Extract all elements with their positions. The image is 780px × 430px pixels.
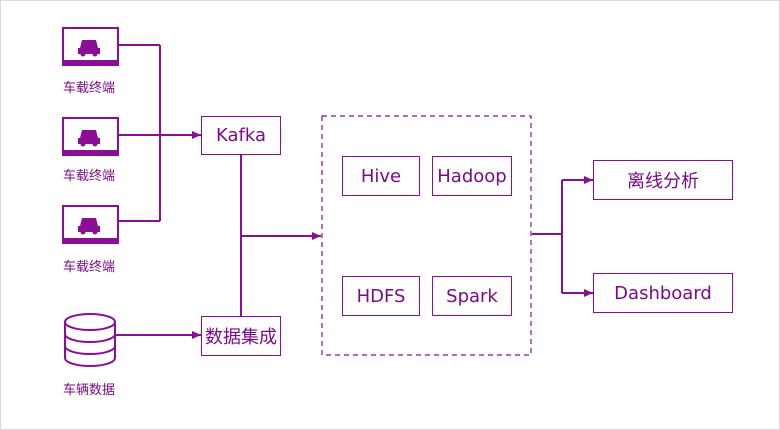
terminal-label: 车载终端 bbox=[62, 260, 115, 275]
spark-node: Spark bbox=[432, 276, 512, 316]
car-monitor-icon bbox=[62, 117, 119, 156]
integration-node: 数据集成 bbox=[201, 316, 281, 356]
car-monitor-icon bbox=[62, 205, 119, 244]
car-monitor-icon bbox=[62, 27, 119, 66]
terminal-label: 车载终端 bbox=[62, 81, 115, 96]
kafka-node: Kafka bbox=[201, 116, 281, 155]
hadoop-node: Hadoop bbox=[432, 156, 512, 196]
hive-node: Hive bbox=[342, 156, 420, 196]
cluster-container bbox=[321, 115, 532, 356]
offline-analysis-node: 离线分析 bbox=[593, 160, 733, 200]
dashboard-node: Dashboard bbox=[593, 273, 733, 313]
terminal-label: 车载终端 bbox=[62, 169, 115, 184]
hdfs-node: HDFS bbox=[342, 276, 420, 316]
db-label: 车辆数据 bbox=[62, 383, 115, 398]
database-icon bbox=[64, 313, 116, 367]
